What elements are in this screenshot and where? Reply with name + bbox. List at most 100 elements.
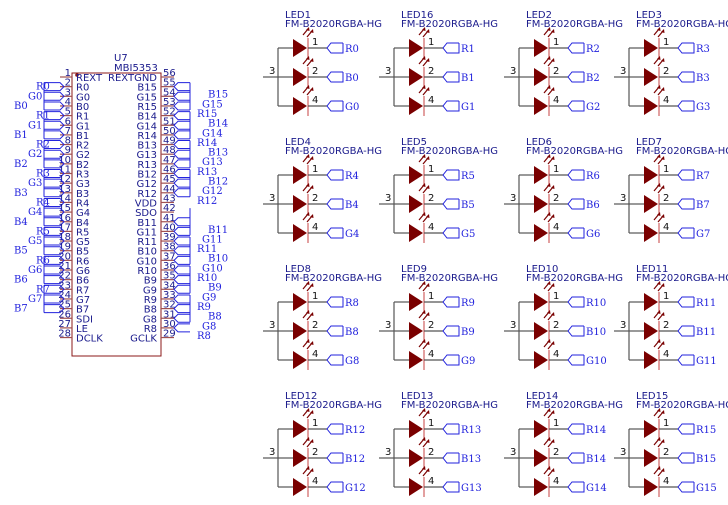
led-diode-icon [409, 68, 423, 86]
led-value-label: FM-B2020RGBA-HG [526, 273, 623, 284]
net-label-B5: B5 [461, 200, 475, 211]
arrow-head-icon [426, 312, 430, 316]
pin-name: G13 [137, 150, 157, 161]
arrow-head-icon [306, 85, 310, 89]
arrow-head-icon [551, 87, 555, 91]
arrow-head-icon [657, 437, 661, 441]
ic-body[interactable] [71, 72, 162, 357]
hier-label-shape [173, 255, 190, 265]
arrow-head-icon [661, 87, 665, 91]
hier-label-shape [44, 197, 65, 207]
hier-label-shape [442, 325, 460, 337]
net-label-B1: B1 [14, 130, 28, 141]
net-label-B0: B0 [14, 101, 28, 112]
arrow-head-icon [426, 58, 430, 62]
net-label-G3: G3 [696, 102, 710, 113]
hier-label-shape [173, 140, 190, 150]
hier-label-shape [442, 481, 460, 493]
common-pin-number: 3 [385, 320, 391, 331]
pin-number: 37 [163, 251, 176, 262]
hier-label-shape [567, 423, 585, 435]
net-label-R4: R4 [345, 171, 359, 182]
pin-number: 54 [163, 87, 176, 98]
hier-label-shape [677, 325, 695, 337]
led-pin-number: 4 [428, 476, 434, 487]
hier-label-shape [44, 188, 65, 198]
